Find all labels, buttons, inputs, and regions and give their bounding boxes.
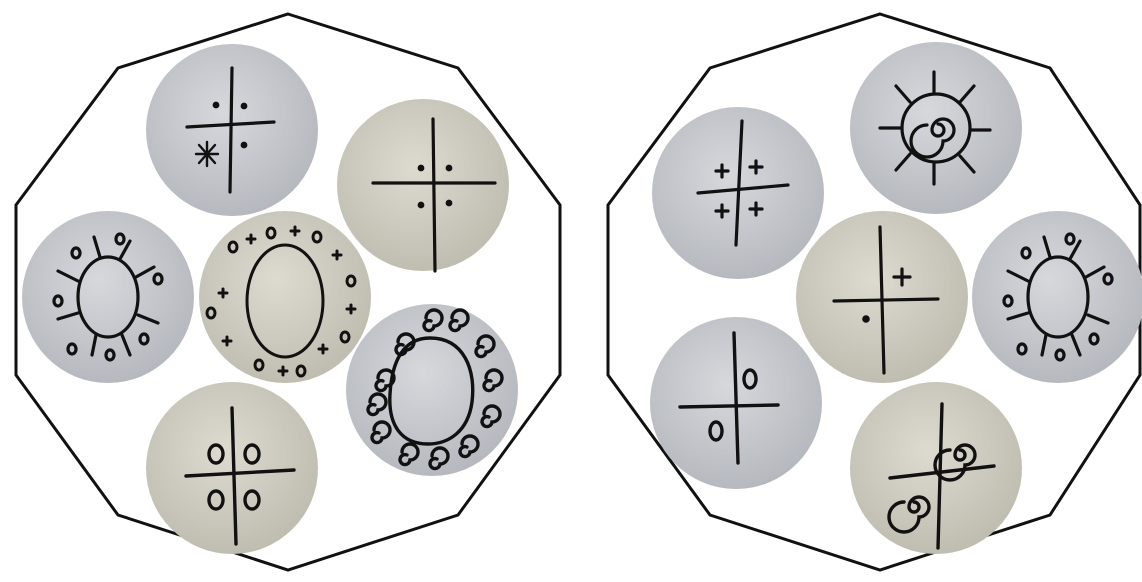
left-group	[16, 14, 560, 570]
disc-R6	[850, 382, 1022, 554]
disc-L4	[199, 211, 371, 383]
disc-L3	[22, 211, 194, 383]
disc-R1	[850, 42, 1022, 214]
disc-L2	[337, 99, 509, 271]
disc-L5	[346, 304, 518, 476]
disc-R5	[650, 317, 822, 489]
disc-R2	[652, 107, 824, 279]
disc-L1	[146, 44, 318, 216]
disc-L6	[146, 382, 318, 554]
disc-R3	[796, 211, 968, 383]
disc-R4	[972, 211, 1142, 383]
right-group	[608, 14, 1142, 570]
